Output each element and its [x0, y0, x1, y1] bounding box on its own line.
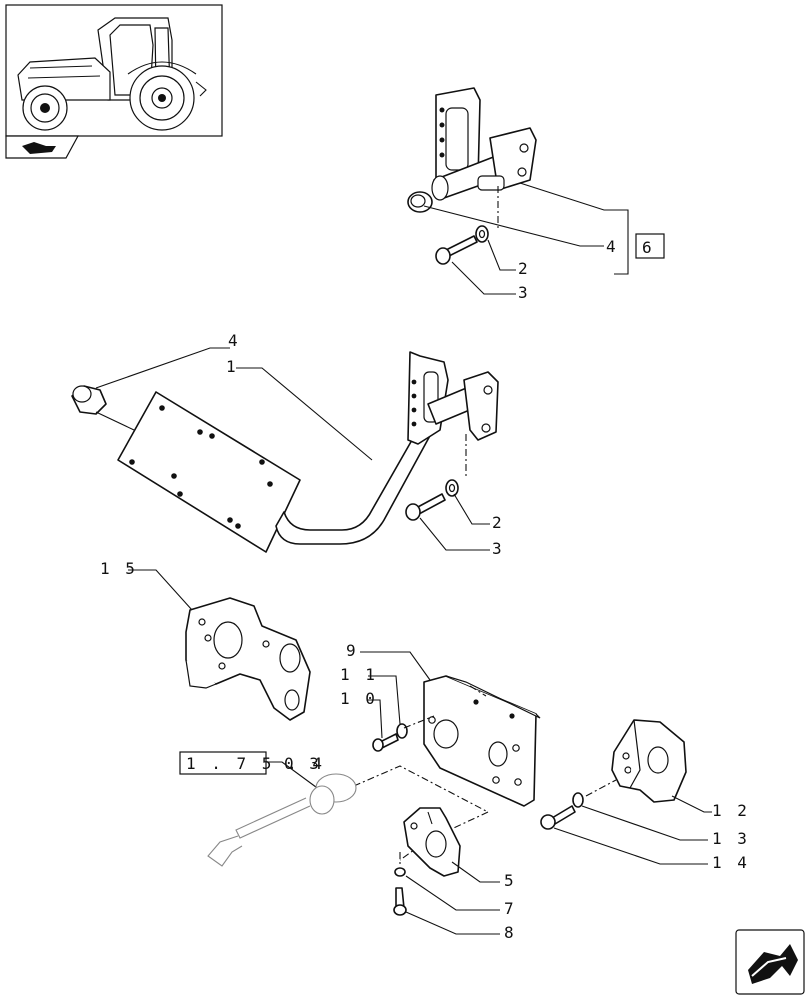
- callout-mid-4: 4: [228, 331, 241, 350]
- callout-10: 1 0: [340, 689, 378, 708]
- main-bracket-9: [423, 675, 541, 807]
- callout-03: 0 3: [284, 754, 322, 773]
- callout-15: 1 5: [100, 559, 138, 578]
- callout-top-3: 3: [518, 283, 531, 302]
- screw-8-washer-7: [393, 867, 407, 916]
- top-pedal-bracket: [407, 87, 537, 265]
- pedal-assembly: [71, 351, 499, 553]
- callout-ref-6[interactable]: 6: [642, 238, 655, 257]
- callout-mid-1: 1: [226, 357, 239, 376]
- callout-top-4: 4: [606, 237, 619, 256]
- callout-5: 5: [504, 871, 517, 890]
- callout-ref-1-75-4[interactable]: 1 . 7 5 . 4: [186, 754, 325, 773]
- bolt-10-washer-11: [372, 723, 408, 752]
- callout-7: 7: [504, 899, 517, 918]
- tractor-thumbnail-icon[interactable]: [5, 4, 223, 137]
- reference-box-1-75-4[interactable]: [179, 751, 267, 775]
- callout-8: 8: [504, 923, 517, 942]
- bracket-plate-15: [185, 597, 311, 721]
- callout-13: 1 3: [712, 829, 750, 848]
- tractor-view-icon[interactable]: [5, 135, 80, 159]
- right-bracket-12: [611, 719, 687, 803]
- reference-box-6[interactable]: [635, 233, 665, 259]
- clip-5: [403, 807, 461, 877]
- bolt-14-washer-13: [540, 792, 584, 830]
- callout-14: 1 4: [712, 853, 750, 872]
- callout-top-2: 2: [518, 259, 531, 278]
- callout-9: 9: [346, 641, 359, 660]
- callout-12: 1 2: [712, 801, 750, 820]
- callout-mid-3: 3: [492, 539, 505, 558]
- callout-11: 1 1: [340, 665, 378, 684]
- sensor-cable: [207, 773, 357, 867]
- callout-mid-2: 2: [492, 513, 505, 532]
- next-page-arrow-icon[interactable]: [735, 929, 805, 995]
